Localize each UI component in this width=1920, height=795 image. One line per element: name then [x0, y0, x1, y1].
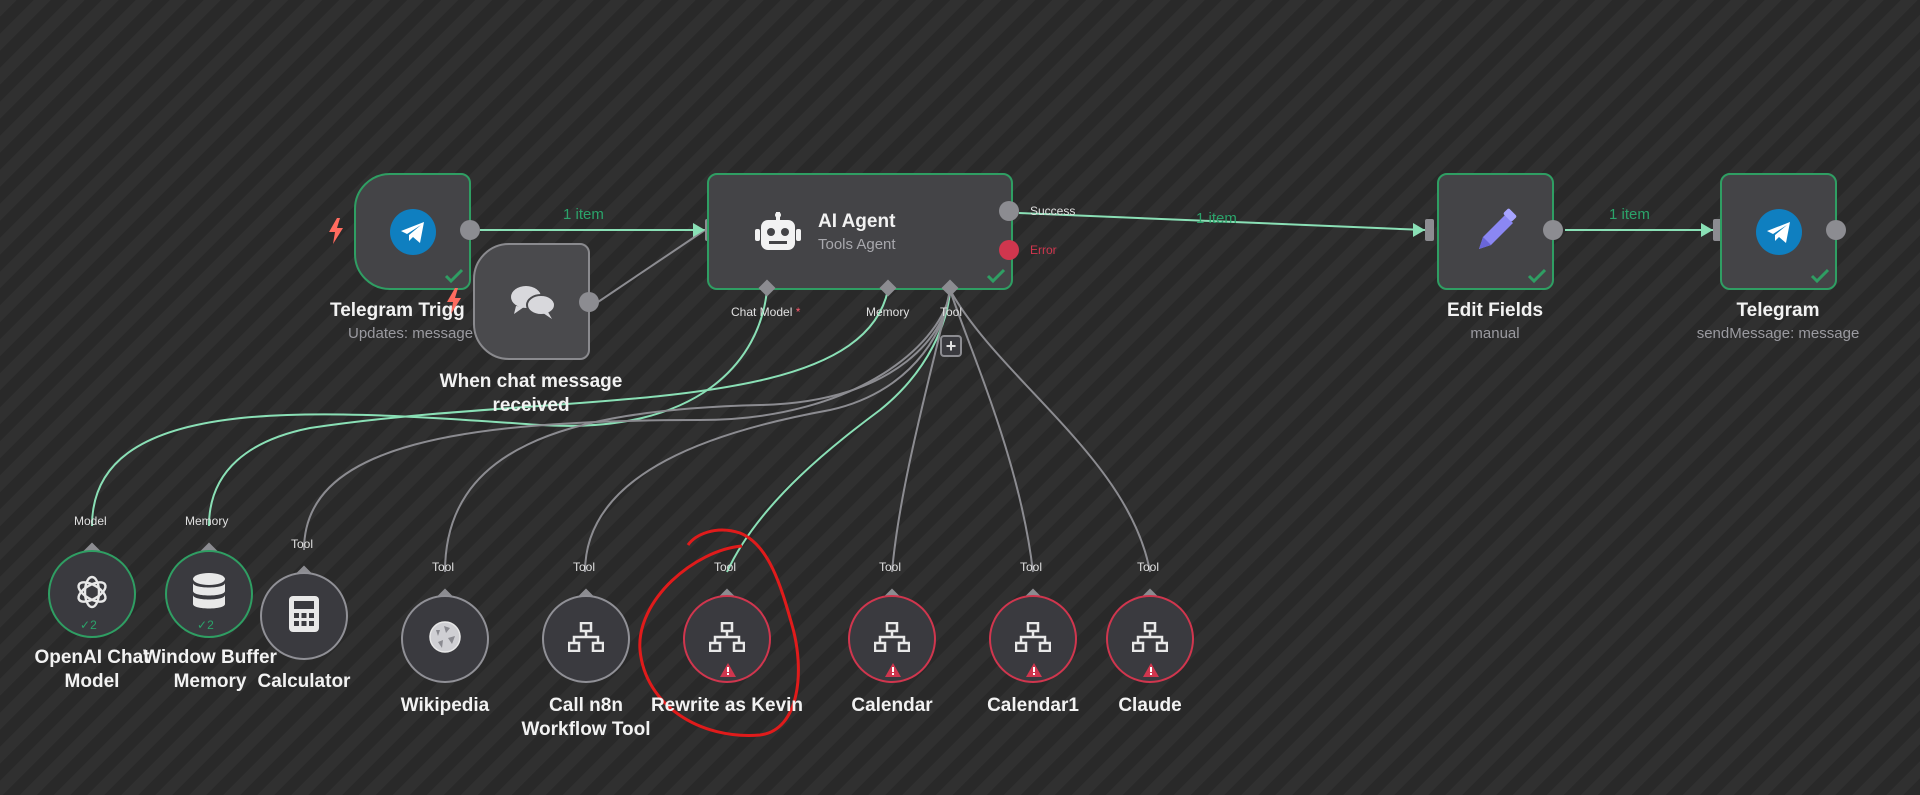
sub-title-line2: Memory [173, 671, 247, 692]
memory-port-label: Memory [866, 305, 910, 319]
sitemap-icon [874, 622, 910, 653]
sitemap-icon [1015, 622, 1051, 653]
sub-port-label: Memory [185, 514, 229, 528]
node-subtitle: sendMessage: message [1696, 325, 1860, 342]
sub-port-label: Model [74, 514, 107, 528]
calculator-node[interactable] [260, 572, 348, 660]
edit-fields-node[interactable] [1437, 173, 1554, 290]
arrow-editfields-in [1413, 223, 1425, 237]
sub-title-line1: Calendar1 [987, 695, 1079, 716]
warning-icon [1026, 663, 1042, 677]
success-check-icon [1527, 268, 1547, 284]
success-check-icon [1810, 268, 1830, 284]
edge-rewrite-tool [726, 289, 951, 573]
sub-title-line1: OpenAI Chat [34, 647, 150, 668]
sub-port-label: Tool [432, 560, 455, 574]
add-tool-button[interactable]: + [940, 335, 962, 357]
edge-claude-tool [949, 289, 1151, 573]
edge-calendar-tool [891, 289, 951, 573]
success-check-icon [986, 268, 1006, 284]
calendar1-node[interactable] [989, 595, 1077, 683]
error-output-handle[interactable] [999, 240, 1019, 260]
warning-icon [885, 663, 901, 677]
sub-title-line2: Workflow Tool [521, 719, 651, 740]
sitemap-icon [1132, 622, 1168, 653]
sub-port-label: Tool [1137, 560, 1160, 574]
claude-node[interactable] [1106, 595, 1194, 683]
edge-item-count: 1 item [1196, 210, 1237, 227]
output-handle[interactable] [579, 292, 599, 312]
call-n8n-workflow-tool-node[interactable] [542, 595, 630, 683]
run-count: ✓2 [197, 618, 214, 632]
sub-title-line1: Calculator [257, 671, 351, 692]
node-title: Telegram [1736, 300, 1820, 321]
success-output-handle[interactable] [999, 201, 1019, 221]
trigger-bolt-icon [329, 218, 343, 244]
robot-icon [755, 212, 801, 250]
edge-calendar1-tool [949, 289, 1034, 573]
openai-chat-model-node[interactable]: ✓2 [48, 550, 136, 638]
sub-title-line1: Rewrite as Kevin [650, 695, 804, 716]
sub-title-line1: Call n8n [549, 695, 623, 716]
output-handle[interactable] [1543, 220, 1563, 240]
success-port-label: Success [1030, 204, 1076, 218]
calculator-icon [289, 596, 319, 633]
sitemap-icon [709, 622, 745, 653]
trigger-bolt-icon [447, 288, 461, 314]
edge-item-count: 1 item [563, 206, 604, 223]
openai-icon [77, 576, 107, 609]
agent-title: AI Agent [818, 211, 896, 232]
database-icon [193, 573, 225, 609]
sub-port-label: Tool [714, 560, 737, 574]
node-title: Edit Fields [1446, 300, 1544, 321]
sub-port-label: Tool [573, 560, 596, 574]
run-count: ✓2 [80, 618, 97, 632]
telegram-icon [390, 209, 436, 255]
telegram-node[interactable] [1720, 173, 1837, 290]
edge-calln8n-tool [584, 289, 951, 573]
sub-title-line1: Wikipedia [400, 695, 490, 716]
node-subtitle: Updates: message [348, 325, 474, 342]
arrow-agent-in [693, 223, 705, 237]
calendar-node[interactable] [848, 595, 936, 683]
chat-bubbles-icon [511, 286, 556, 319]
node-title-line1: When chat message [439, 371, 623, 392]
sub-title-line1: Window Buffer [143, 647, 277, 668]
output-handle[interactable] [460, 220, 480, 240]
error-port-label: Error [1030, 243, 1057, 257]
input-handle[interactable] [1713, 219, 1722, 241]
sub-port-label: Tool [879, 560, 902, 574]
node-title-line2: received [492, 395, 570, 416]
pencil-icon [1479, 208, 1517, 249]
wikipedia-node[interactable] [401, 595, 489, 683]
arrow-telegram-in [1701, 223, 1713, 237]
agent-subtitle: Tools Agent [818, 236, 896, 253]
input-handle[interactable] [1425, 219, 1434, 241]
tool-port-label: Tool [940, 305, 963, 319]
edge-item-count: 1 item [1609, 206, 1650, 223]
telegram-trigger-node[interactable] [354, 173, 471, 290]
sub-title-line2: Model [64, 671, 120, 692]
wikipedia-globe-icon [429, 621, 461, 654]
required-mark: * [795, 305, 801, 319]
sub-port-label: Tool [291, 537, 314, 551]
sub-title-line1: Calendar [851, 695, 933, 716]
sub-title-line1: Claude [1118, 695, 1182, 716]
ai-agent-node[interactable]: AI Agent Tools Agent [707, 173, 1013, 290]
chat-trigger-node[interactable] [473, 243, 590, 360]
sitemap-icon [568, 622, 604, 653]
telegram-icon [1756, 209, 1802, 255]
sub-port-label: Tool [1020, 560, 1043, 574]
window-buffer-memory-node[interactable]: ✓2 [165, 550, 253, 638]
node-title: Telegram Trigg [330, 300, 465, 321]
chat-model-port-label: Chat Model * [731, 305, 801, 319]
edge-chat-agent [597, 229, 706, 303]
warning-icon [720, 663, 736, 677]
output-handle[interactable] [1826, 220, 1846, 240]
rewrite-as-kevin-node[interactable] [683, 595, 771, 683]
node-subtitle: manual [1470, 325, 1520, 342]
warning-icon [1143, 663, 1159, 677]
success-check-icon [444, 268, 464, 284]
